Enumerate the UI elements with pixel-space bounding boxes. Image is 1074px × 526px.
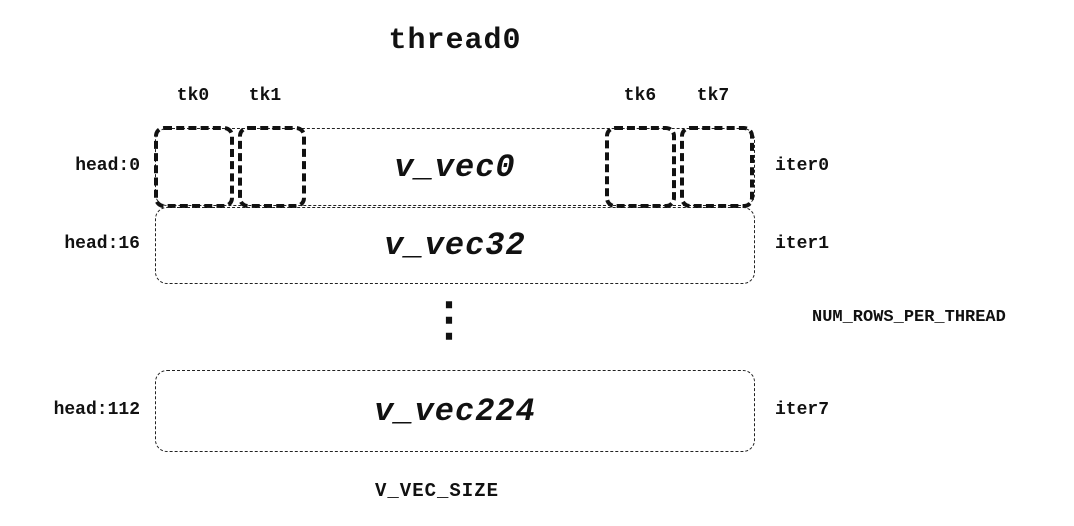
iter0-label: iter0: [775, 156, 830, 176]
head-label-iter1: head:16: [64, 234, 140, 254]
v-vec-size-label: V_VEC_SIZE: [374, 480, 500, 502]
diagram-title: thread0: [388, 24, 522, 58]
tk1-cell-box: [238, 126, 306, 208]
iter7-label: iter7: [775, 400, 830, 420]
tk0-label: tk0: [176, 86, 210, 106]
vertical-ellipsis: ⋮: [426, 297, 472, 349]
tk7-label: tk7: [696, 86, 730, 106]
vvec32-label: v_vec32: [384, 227, 526, 264]
head-label-iter0: head:0: [75, 156, 140, 176]
tk7-cell-box: [680, 126, 754, 208]
tk6-cell-box: [605, 126, 676, 208]
num-rows-per-thread-label: NUM_ROWS_PER_THREAD: [812, 308, 1006, 327]
vvec0-label: v_vec0: [394, 148, 516, 186]
vvec224-label: v_vec224: [374, 392, 536, 430]
vvec-row-iter7: v_vec224: [155, 370, 755, 452]
vvec-row-iter1: v_vec32: [155, 207, 755, 284]
vvec-row-iter0: v_vec0: [154, 126, 755, 208]
tk0-cell-box: [154, 126, 234, 208]
iter1-label: iter1: [775, 234, 830, 254]
tk1-label: tk1: [248, 86, 282, 106]
head-label-iter7: head:112: [53, 400, 140, 420]
tk6-label: tk6: [623, 86, 657, 106]
